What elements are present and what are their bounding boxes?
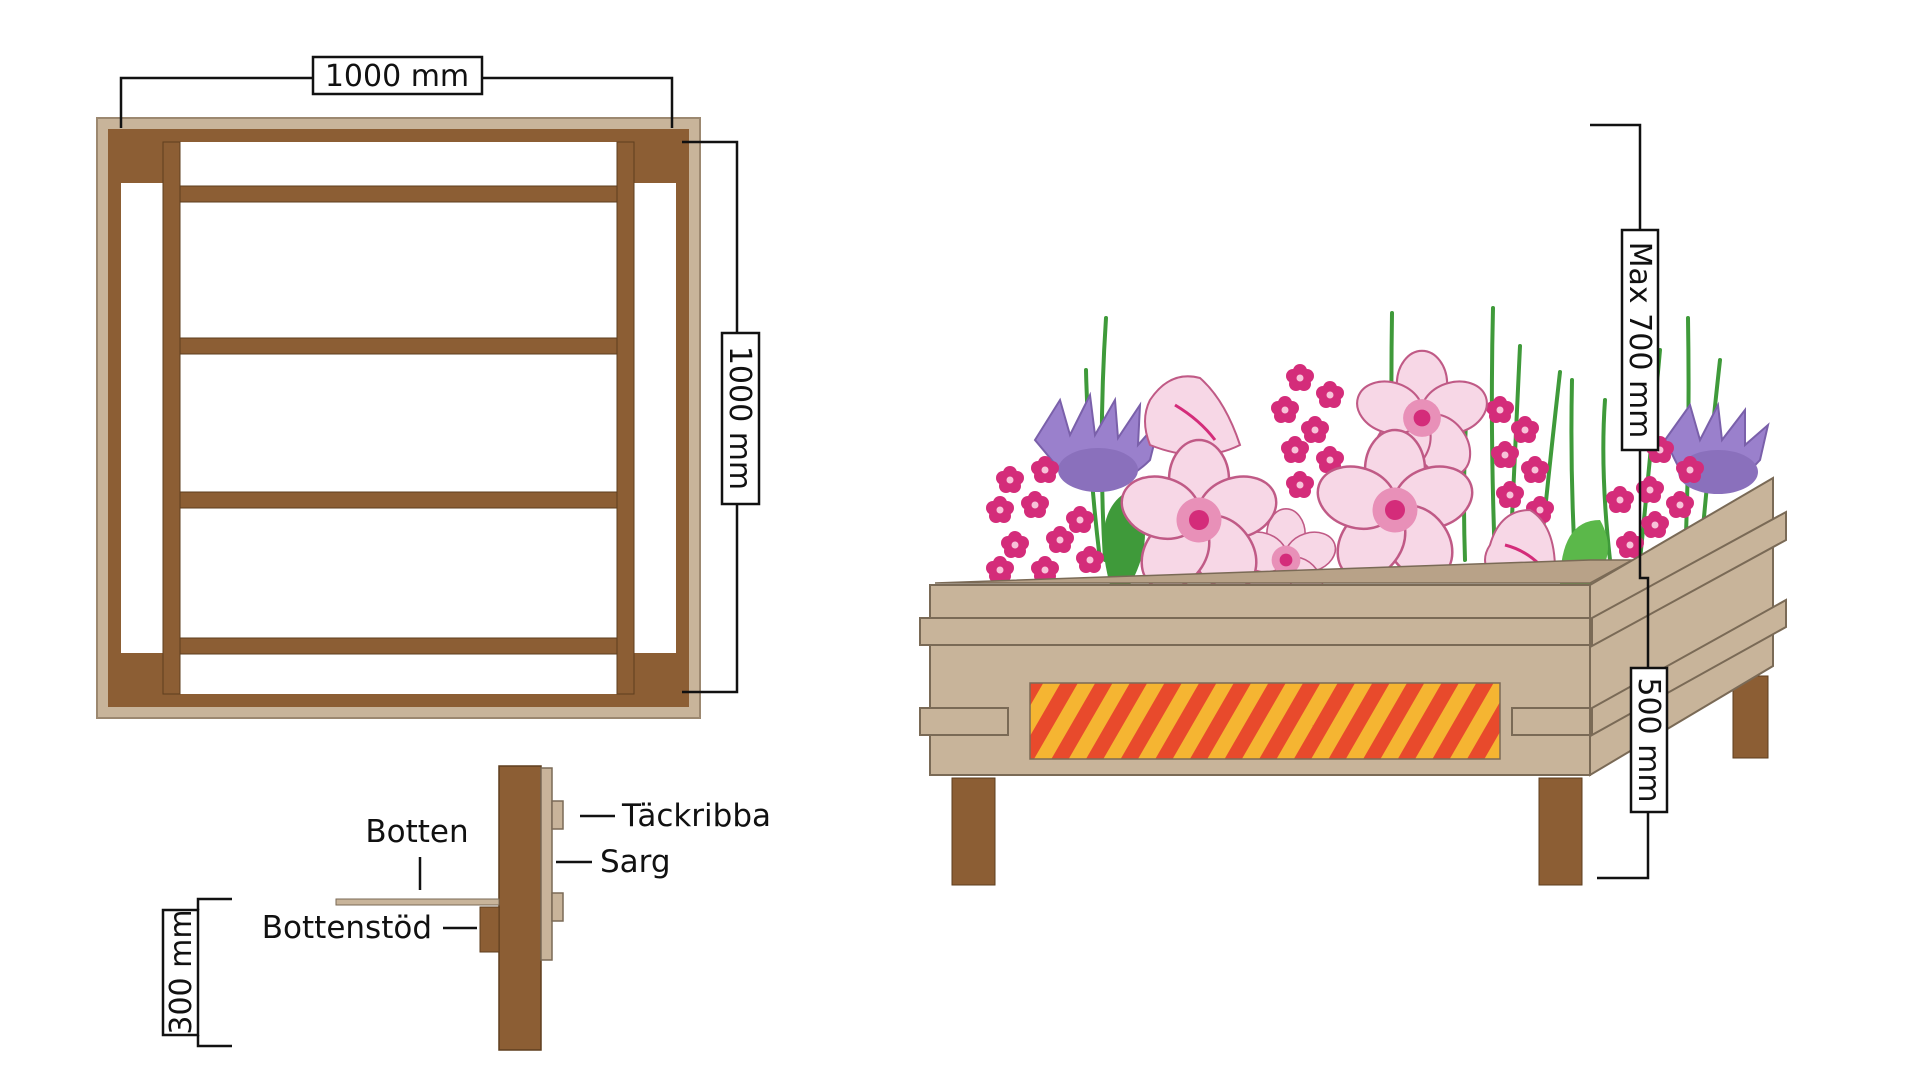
cross-slat <box>179 337 618 355</box>
leg <box>1732 675 1769 759</box>
section-height-label: 300 mm <box>164 909 199 1034</box>
section-bottom-support <box>479 906 500 953</box>
section-bottom-board <box>335 898 500 906</box>
side-support <box>162 141 181 695</box>
planter-box-illustration: Max 700 mm 500 mm <box>919 123 1787 886</box>
box-height-box <box>1629 666 1669 814</box>
label-cover-strip: Täckribba <box>621 798 771 834</box>
cross-slat <box>179 491 618 509</box>
flower-icon <box>1144 375 1242 456</box>
depth-dimension-box <box>720 331 761 506</box>
max-height-label: Max 700 mm <box>1622 242 1657 439</box>
leg <box>1538 777 1583 886</box>
corner-post <box>121 142 163 183</box>
box-height-label: 500 mm <box>1631 677 1666 802</box>
depth-dimension-label: 1000 mm <box>722 346 757 490</box>
cross-slat <box>179 637 618 655</box>
label-frame: Sarg <box>600 844 671 880</box>
top-view: 1000 mm 1000 mm <box>96 55 761 719</box>
section-cover-strip <box>551 800 564 830</box>
section-frame <box>540 767 553 961</box>
max-height-box <box>1620 228 1660 452</box>
width-dimension-box <box>311 55 484 96</box>
section-height-box <box>161 908 200 1037</box>
side-cover-strip <box>1591 510 1787 648</box>
cover-strip-right <box>1511 707 1593 736</box>
leg <box>951 777 996 886</box>
corner-post <box>634 653 676 694</box>
cover-strip-left <box>919 707 1009 736</box>
cross-section: Täckribba Sarg Botten Bottenstöd 300 mm <box>161 765 771 1051</box>
label-bottom: Botten <box>365 814 468 850</box>
side-support <box>616 141 635 695</box>
hazard-stripe-panel <box>1029 682 1501 760</box>
thistle-icon <box>1663 401 1770 494</box>
section-post <box>498 765 542 1051</box>
corner-post <box>121 653 163 694</box>
label-bottom-support: Bottenstöd <box>262 910 432 946</box>
width-dimension-label: 1000 mm <box>325 59 469 94</box>
section-cover-strip <box>551 892 564 922</box>
cross-slat <box>179 185 618 203</box>
thistle-icon <box>1033 391 1161 492</box>
corner-post <box>634 142 676 183</box>
cover-strip-top <box>919 617 1593 646</box>
plants <box>986 306 1770 614</box>
